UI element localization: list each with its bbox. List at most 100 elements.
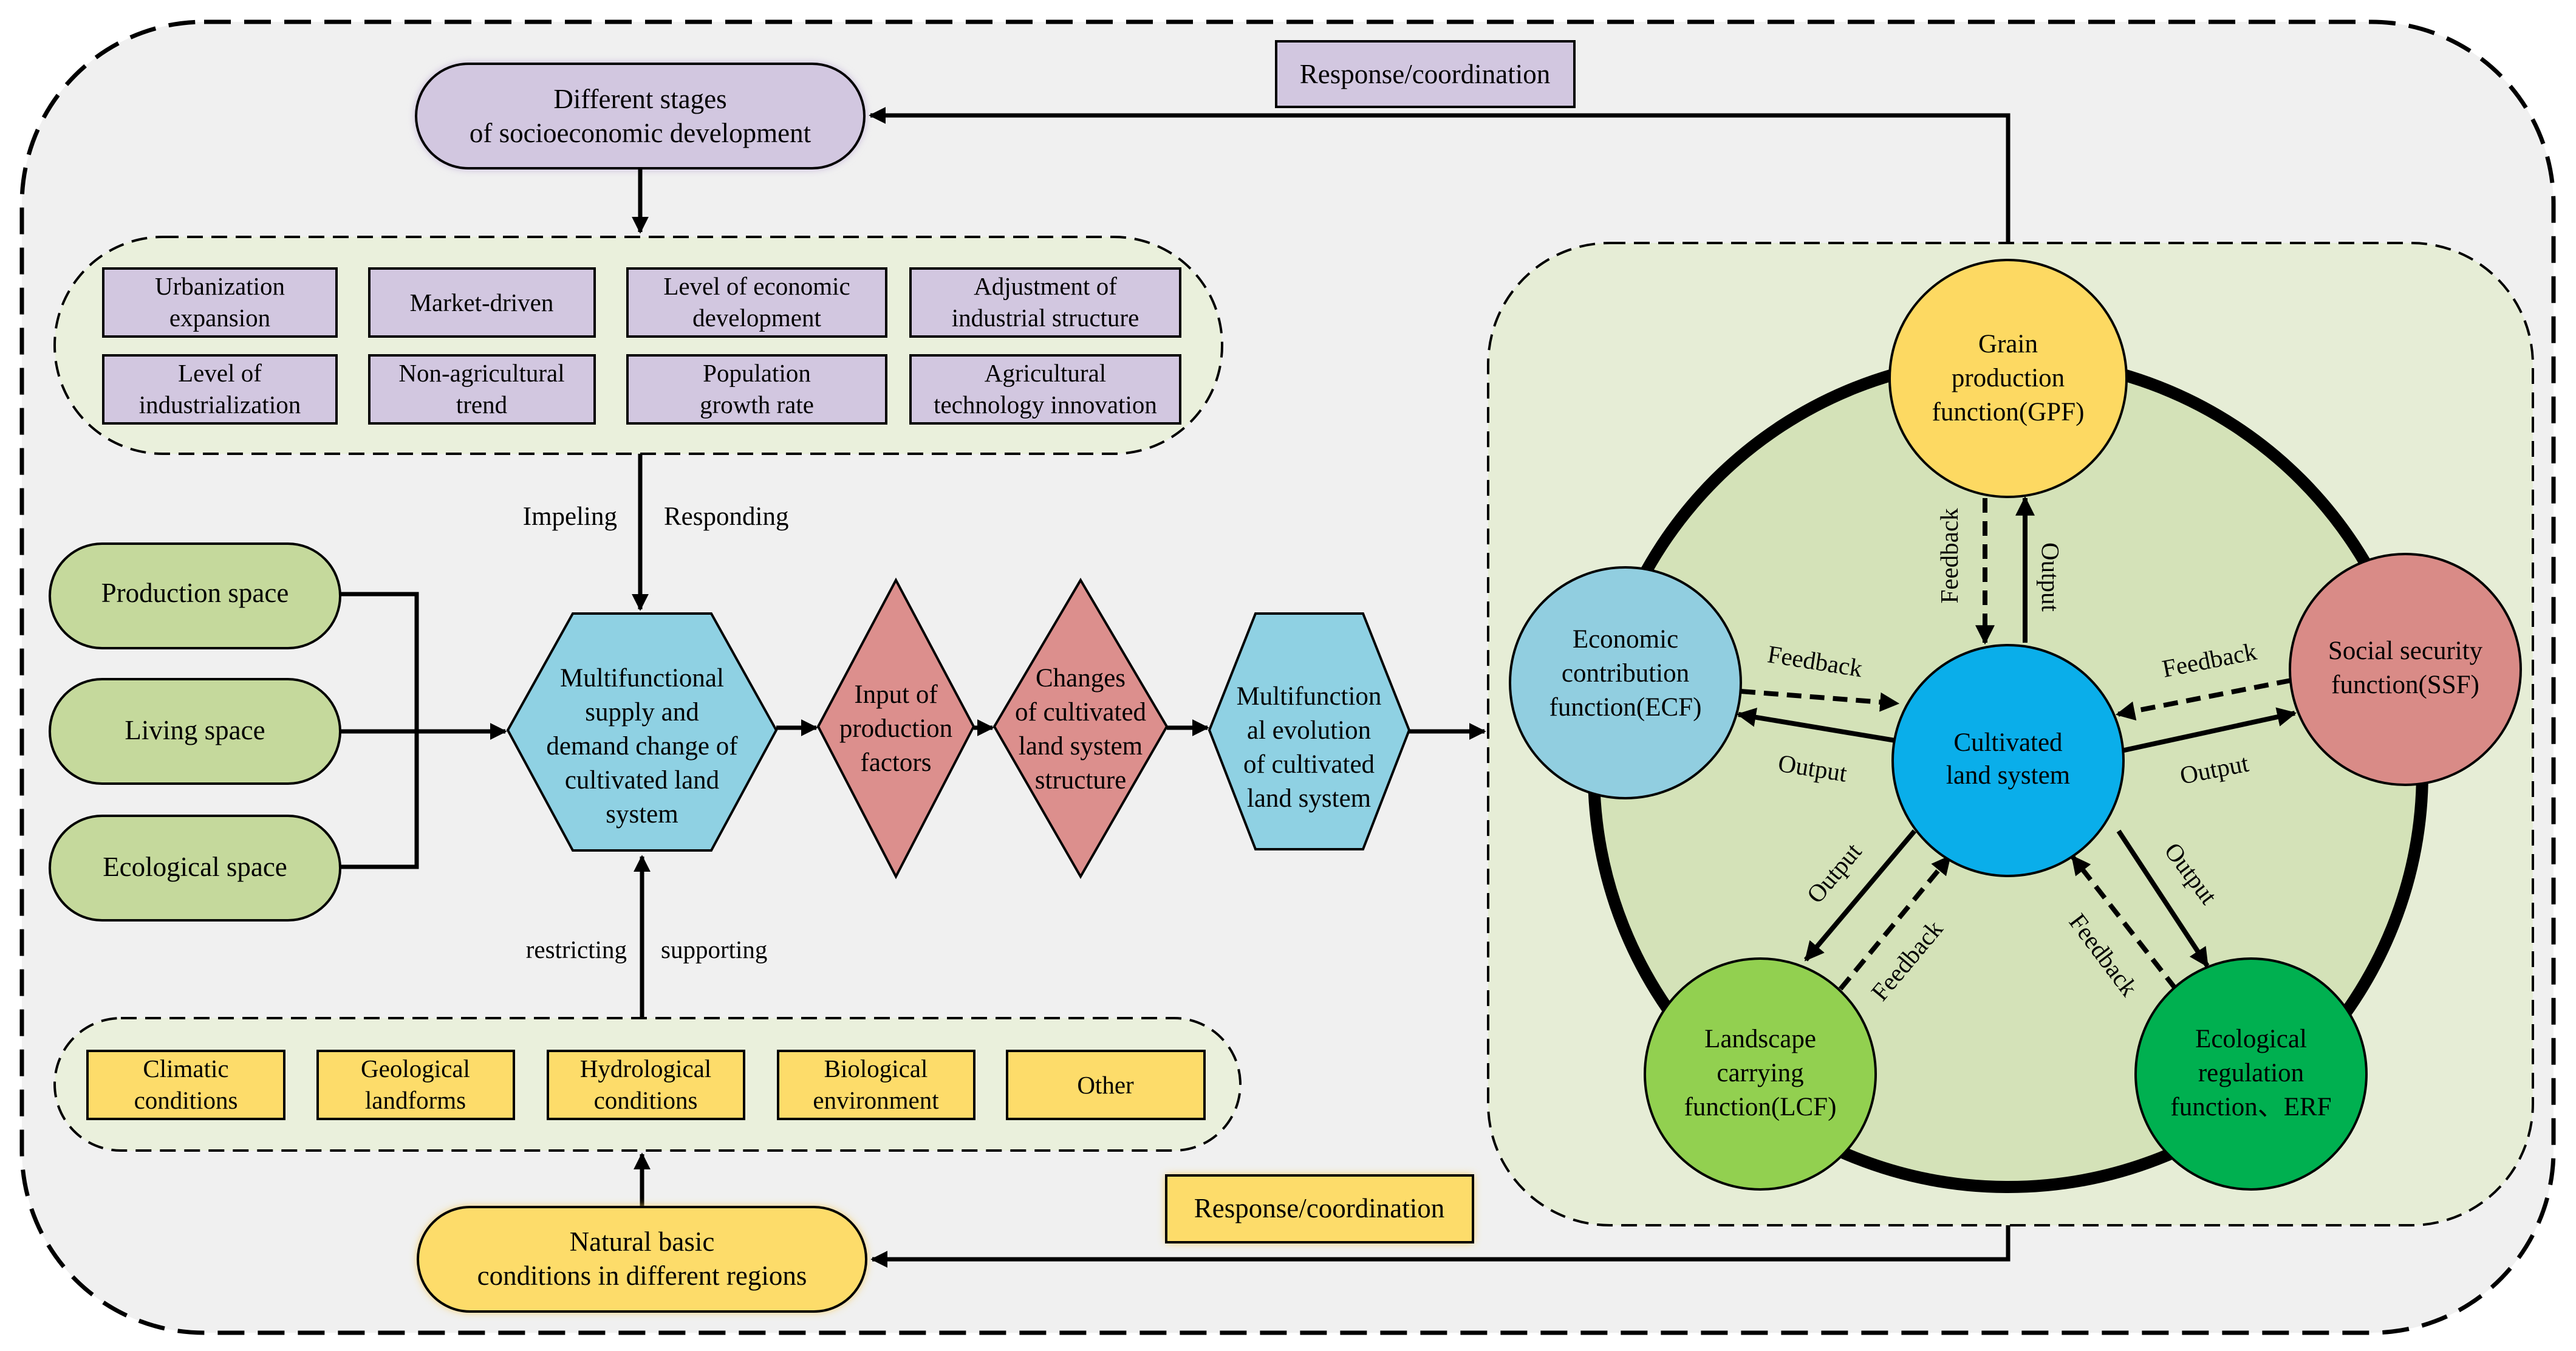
center-label-l2: land system [1946, 761, 2070, 790]
restricting-label: restricting [526, 935, 627, 963]
center-cultivated-land-circle [1891, 644, 2125, 877]
factor-box-non-agricultural [368, 354, 596, 425]
arrow-system-to-natural [870, 1225, 2011, 1268]
hexagon-supply-demand-l5: system [606, 800, 678, 829]
ecological-label-l1: Ecological [2195, 1025, 2307, 1053]
hexagon-supply-demand-l1: Multifunctional [560, 664, 724, 693]
center-label-l1: Cultivated [1953, 728, 2062, 757]
factor-box-population [626, 354, 887, 425]
factor-non-agricultural-l1: Non-agricultural [398, 359, 564, 387]
factor-market-l1: Market-driven [410, 289, 554, 316]
grain-function-circle [1888, 259, 2128, 498]
supporting-label: supporting [661, 935, 767, 963]
landscape-label-l1: Landscape [1704, 1025, 1816, 1053]
ecological-label-l3: function、ERF [2170, 1093, 2331, 1121]
socio-title-line1: Different stages [553, 84, 726, 114]
economic-label-l1: Economic [1573, 625, 1678, 654]
natural-title-box [417, 1206, 867, 1313]
factor-non-agricultural-l2: trend [456, 391, 507, 419]
factor-urbanization-l1: Urbanization [155, 272, 285, 300]
condition-box-geological [316, 1050, 515, 1120]
factor-box-market [368, 267, 596, 338]
condition-climatic-l2: conditions [134, 1086, 238, 1114]
social-label-l2: function(SSF) [2331, 671, 2479, 699]
ecological-space-label: Ecological space [103, 852, 287, 882]
hexagon-evolution-l3: of cultivated [1243, 750, 1375, 779]
living-space-label: Living space [125, 715, 265, 745]
hexagon-supply-demand-l3: demand change of [546, 732, 738, 761]
hexagon-supply-demand-l4: cultivated land [565, 766, 719, 795]
factor-industrialization-l2: industrialization [139, 391, 301, 419]
condition-geological-l1: Geological [361, 1055, 470, 1083]
grain-label-l3: function(GPF) [1932, 398, 2085, 426]
factor-economic-level-l2: development [692, 304, 821, 332]
condition-hydrological-l1: Hydrological [580, 1055, 711, 1083]
factor-industrialization-l1: Level of [178, 359, 262, 387]
condition-box-hydrological [547, 1050, 745, 1120]
grain-label-l1: Grain [1978, 330, 2038, 358]
factor-industrial-structure-l2: industrial structure [952, 304, 1139, 332]
factor-agri-tech-l1: Agricultural [985, 359, 1106, 387]
arrow-feedback-from-landscape [1838, 855, 1952, 991]
diamond-production-factors-l3: factors [861, 748, 932, 777]
diamond-structure-changes-l3: land system [1019, 732, 1143, 761]
socio-title-line2: of socioeconomic development [470, 118, 811, 148]
condition-box-climatic [86, 1050, 285, 1120]
socio-factor-boxes: Urbanization expansion Market-driven Lev… [102, 267, 1181, 425]
factor-economic-level-l1: Level of economic [663, 272, 850, 300]
bottom-response-box [1165, 1174, 1474, 1243]
arrow-feedback-from-social [2115, 678, 2292, 721]
ecological-function-circle [2134, 957, 2368, 1191]
arrow-output-to-social [2118, 707, 2297, 754]
landscape-label-l3: function(LCF) [1684, 1093, 1837, 1121]
condition-biological-l1: Biological [824, 1055, 928, 1083]
factor-box-agri-tech [909, 354, 1181, 425]
grain-label-l2: production [1952, 364, 2065, 392]
ecological-label-l2: regulation [2198, 1059, 2304, 1087]
condition-climatic-l1: Climatic [143, 1055, 228, 1083]
economic-function-circle [1509, 566, 1742, 799]
diamond-structure-changes-l1: Changes [1036, 664, 1126, 693]
landscape-label-l2: carrying [1717, 1059, 1803, 1087]
socio-title-box [415, 63, 866, 169]
diamond-structure-changes-l4: structure [1035, 766, 1126, 795]
natural-title-line1: Natural basic [570, 1226, 715, 1257]
condition-biological-l2: environment [813, 1086, 939, 1114]
condition-box-biological [777, 1050, 975, 1120]
arrow-system-to-socio [869, 107, 2011, 243]
hexagon-evolution-l2: al evolution [1247, 716, 1371, 745]
factor-population-l1: Population [703, 359, 811, 387]
economic-label-l3: function(ECF) [1549, 693, 1702, 722]
output-label-grain: Output [2037, 542, 2065, 612]
top-response-label: Response/coordination [1300, 59, 1550, 89]
production-space-label: Production space [101, 578, 289, 608]
factor-box-industrial-structure [909, 267, 1181, 338]
landscape-function-circle [1644, 957, 1877, 1191]
hexagon-supply-demand-l2: supply and [585, 698, 699, 727]
social-function-circle [2289, 553, 2522, 786]
factor-population-l2: growth rate [700, 391, 814, 419]
factor-urbanization-l2: expansion [169, 304, 270, 332]
feedback-label-grain: Feedback [1935, 508, 1963, 604]
arrow-feedback-from-economic [1740, 689, 1900, 712]
condition-box-other [1006, 1050, 1206, 1120]
hexagon-supply-demand [506, 612, 778, 852]
diamond-structure-changes-l2: of cultivated [1015, 698, 1146, 727]
factor-box-industrialization [102, 354, 338, 425]
arrow-feedback-from-ecological [2070, 855, 2178, 991]
condition-other-l1: Other [1077, 1071, 1134, 1099]
hexagon-evolution-l1: Multifunction [1237, 682, 1382, 711]
economic-label-l2: contribution [1562, 659, 1689, 688]
factor-box-urbanization [102, 267, 338, 338]
top-response-box [1275, 40, 1576, 108]
condition-geological-l2: landforms [365, 1086, 466, 1114]
hexagon-evolution-l4: land system [1247, 784, 1371, 813]
social-label-l1: Social security [2328, 637, 2483, 665]
bottom-response-label: Response/coordination [1194, 1193, 1444, 1223]
condition-hydrological-l2: conditions [594, 1086, 698, 1114]
arrow-output-to-economic [1736, 707, 1907, 745]
diamond-production-factors-l2: production [839, 714, 952, 743]
arrow-output-to-landscape [1803, 829, 1917, 962]
